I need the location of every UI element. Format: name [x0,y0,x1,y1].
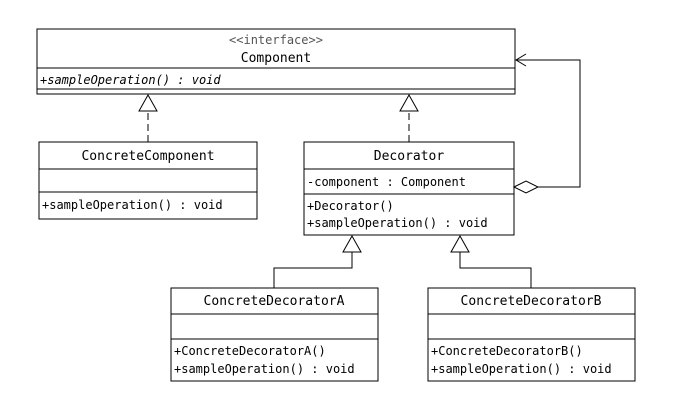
class-concretecomponent[interactable]: ConcreteComponent +sampleOperation() : v… [38,141,258,220]
class-name-component: Component [241,51,311,66]
class-concretedecoratora[interactable]: ConcreteDecoratorA +ConcreteDecoratorA()… [170,287,379,382]
operation-decorator-constructor: +Decorator() [307,199,394,213]
operation-concretedecoratorb-sampleoperation: +sampleOperation() : void [431,362,612,376]
class-concretedecoratorb-box [427,287,636,382]
aggregation-diamond [512,180,540,194]
aggregation-decorator-component [512,53,581,194]
class-concretedecoratorb[interactable]: ConcreteDecoratorB +ConcreteDecoratorB()… [427,287,636,382]
generalization-line [459,252,532,288]
generalization-concretedecoratora-to-decorator [273,234,362,288]
class-decorator[interactable]: Decorator -component : Component +Decora… [303,141,515,236]
class-decorator-box [303,141,515,236]
realization-arrowhead [399,93,419,112]
generalization-arrowhead [450,234,470,253]
operation-component-sampleoperation: +sampleOperation() : void [40,73,221,87]
aggregation-arrowhead [515,53,527,67]
generalization-arrowhead [342,234,362,253]
class-component-box [36,28,516,95]
class-name-concretecomponent: ConcreteComponent [81,149,214,164]
attribute-decorator-component: -component : Component [307,175,466,189]
realization-concretecomponent-to-component [138,93,158,142]
class-name-decorator: Decorator [374,149,445,164]
aggregation-line [516,59,581,188]
generalization-line [273,252,353,288]
operation-decorator-sampleoperation: +sampleOperation() : void [307,216,488,230]
operation-concretedecoratorb-constructor: +ConcreteDecoratorB() [431,344,583,358]
realization-decorator-to-component [399,93,419,142]
realization-arrowhead [138,93,158,112]
generalization-concretedecoratorb-to-decorator [450,234,532,288]
class-component[interactable]: <<interface>> Component +sampleOperation… [36,28,516,95]
interface-stereotype: <<interface>> [229,33,323,47]
operation-concretedecoratora-constructor: +ConcreteDecoratorA() [174,344,326,358]
class-name-concretedecoratorb: ConcreteDecoratorB [461,294,602,309]
class-name-concretedecoratora: ConcreteDecoratorA [204,294,345,309]
operation-concretecomponent-sampleoperation: +sampleOperation() : void [42,198,223,212]
operation-concretedecoratora-sampleoperation: +sampleOperation() : void [174,362,355,376]
